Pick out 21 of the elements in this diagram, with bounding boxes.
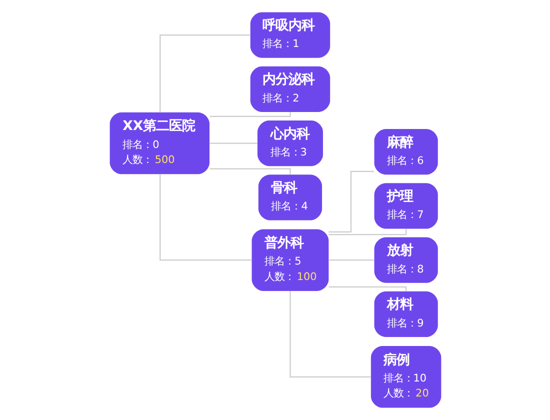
node-box: 材料 排名：9 xyxy=(374,291,438,337)
connector xyxy=(209,142,257,144)
connector xyxy=(328,286,406,292)
connector xyxy=(209,168,290,175)
connector xyxy=(328,170,374,232)
node-box: 麻醉 排名：6 xyxy=(374,129,438,175)
node-box: 内分泌科 排名：2 xyxy=(250,66,330,112)
node-box: XX第二医院 排名：0 人数：500 xyxy=(109,112,209,174)
node-box: 病例 排名：10 人数：20 xyxy=(370,346,441,408)
node-box: 普外科 排名：5 人数：100 xyxy=(251,229,328,291)
node-box: 骨科 排名：4 xyxy=(258,174,322,220)
connector xyxy=(159,174,252,261)
connector xyxy=(289,291,370,378)
node-box: 心内科 排名：3 xyxy=(256,120,322,166)
node-box: 呼吸内科 排名：1 xyxy=(250,12,330,58)
connector xyxy=(328,228,406,236)
node-box: 放射 排名：8 xyxy=(374,237,438,283)
connector xyxy=(209,112,290,118)
node-box: 护理 排名：7 xyxy=(374,183,438,229)
connector xyxy=(328,260,374,261)
connector xyxy=(159,34,250,112)
